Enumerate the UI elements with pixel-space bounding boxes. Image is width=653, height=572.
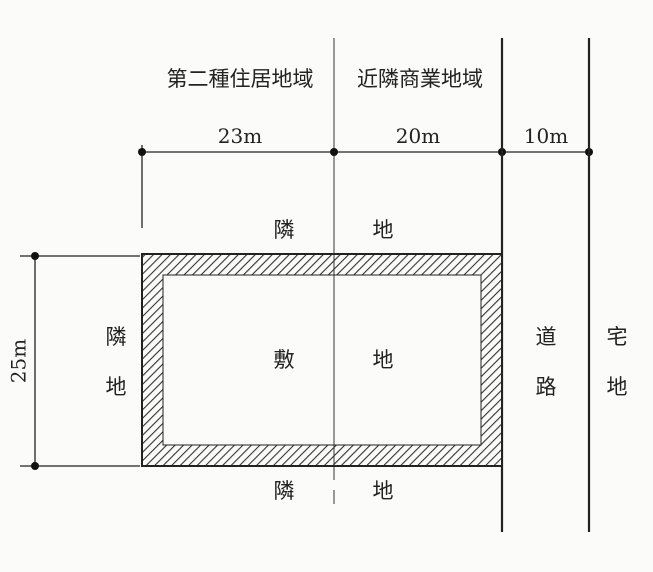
top-neighbor-char-2: 地 [373, 218, 394, 242]
dim-point [138, 148, 146, 156]
dim-point [31, 252, 39, 260]
left-neighbor-char-2: 地 [106, 375, 127, 399]
dim-depth: 25m [7, 339, 31, 383]
dim-road-width: 10m [524, 124, 568, 148]
dim-point [31, 462, 39, 470]
top-neighbor-char-1: 隣 [274, 218, 295, 242]
site-label-char-2: 地 [373, 348, 394, 372]
residential-label-char-2: 地 [607, 375, 628, 399]
dim-width-left: 23m [218, 124, 262, 148]
zone-label-left: 第二種住居地域 [167, 67, 314, 91]
site-interior [162, 274, 482, 446]
site-label-char-1: 敷 [274, 348, 295, 372]
dim-width-right: 20m [396, 124, 440, 148]
bottom-neighbor-char-2: 地 [373, 479, 394, 503]
road-label-char-2: 路 [536, 375, 557, 399]
road-label-char-1: 道 [536, 325, 557, 349]
left-neighbor-char-1: 隣 [106, 325, 127, 349]
dim-point [330, 148, 338, 156]
bottom-neighbor-char-1: 隣 [274, 479, 295, 503]
residential-label-char-1: 宅 [607, 325, 628, 349]
zone-label-right: 近隣商業地域 [357, 67, 483, 91]
